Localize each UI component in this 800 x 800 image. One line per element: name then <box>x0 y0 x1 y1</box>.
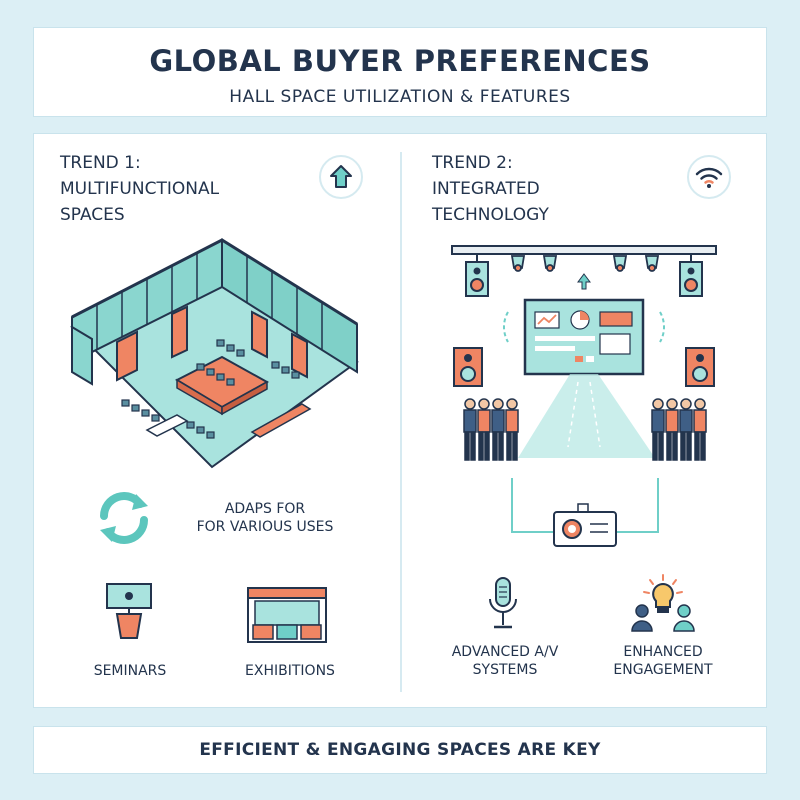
up-arrow-icon <box>330 165 352 188</box>
seminars-label: SEMINARS <box>93 663 167 679</box>
page-title: GLOBAL BUYER PREFERENCES <box>149 44 651 78</box>
multifunctional-hall-illustration <box>70 238 359 469</box>
trend1-title-line1: TREND 1: <box>60 153 141 173</box>
column-divider <box>400 152 402 692</box>
av-systems-label-line2: SYSTEMS <box>472 662 538 678</box>
trend2-title: TREND 2: INTEGRATED TECHNOLOGY <box>432 150 549 228</box>
trend2-title-line2: INTEGRATED <box>432 179 540 199</box>
trend1-title: TREND 1: MULTIFUNCTIONAL SPACES <box>60 150 219 228</box>
footer-message: EFFICIENT & ENGAGING SPACES ARE KEY <box>199 740 601 760</box>
header-panel: GLOBAL BUYER PREFERENCES HALL SPACE UTIL… <box>33 27 767 117</box>
microphone-icon <box>489 577 517 629</box>
page-subtitle: HALL SPACE UTILIZATION & FEATURES <box>229 87 571 107</box>
exhibitions-label: EXHIBITIONS <box>245 663 335 679</box>
av-systems-label-line1: ADVANCED A/V <box>451 644 559 660</box>
adapt-caption: ADAPS FOR FOR VARIOUS USES <box>180 500 350 536</box>
integrated-technology-illustration <box>451 245 717 547</box>
trend1-title-line3: SPACES <box>60 205 125 225</box>
engagement-label: ENHANCED ENGAGEMENT <box>603 643 723 679</box>
trend1-title-line2: MULTIFUNCTIONAL <box>60 179 220 199</box>
trend2-title-line1: TREND 2: <box>432 153 513 173</box>
podium-icon <box>106 583 152 639</box>
lightbulb-people-icon <box>631 574 695 632</box>
trend2-title-line3: TECHNOLOGY <box>432 205 549 225</box>
wifi-icon <box>695 167 723 188</box>
refresh-cycle-icon <box>100 492 148 544</box>
av-systems-label: ADVANCED A/V SYSTEMS <box>440 643 570 679</box>
engagement-label-line2: ENGAGEMENT <box>613 662 713 678</box>
adapt-caption-line2: FOR VARIOUS USES <box>196 519 334 535</box>
engagement-label-line1: ENHANCED <box>623 644 703 660</box>
trend2-badge <box>687 155 731 199</box>
adapt-caption-line1: ADAPS FOR <box>224 501 306 517</box>
exhibition-booth-icon <box>247 587 327 643</box>
footer-panel: EFFICIENT & ENGAGING SPACES ARE KEY <box>33 726 767 774</box>
